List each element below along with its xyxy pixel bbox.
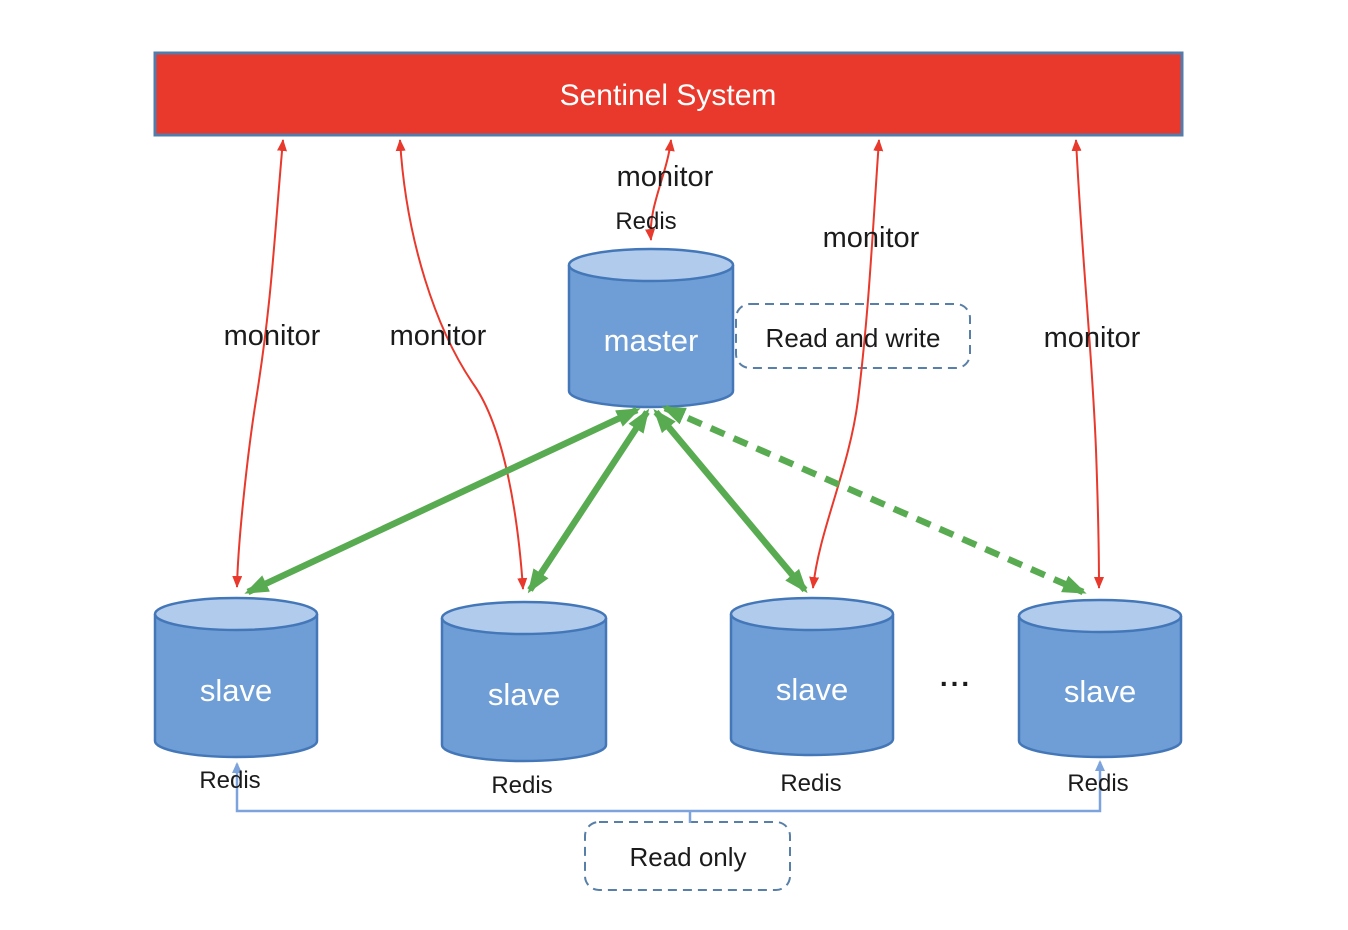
master-cylinder-body <box>567 265 735 409</box>
slave-node-1 <box>153 596 319 759</box>
slave3-cylinder-top <box>729 596 895 632</box>
slave1-cylinder-body <box>153 614 319 759</box>
monitor-label-3: monitor <box>617 161 714 193</box>
slave-node-4 <box>1017 598 1183 759</box>
monitor-arrow-master <box>645 139 675 241</box>
more-slaves-ellipsis: ... <box>940 661 972 692</box>
monitor-label-1: monitor <box>224 320 321 352</box>
read-only-link <box>232 760 1105 813</box>
redis-tag-slave2: Redis <box>491 772 552 799</box>
slave4-cylinder-top <box>1017 598 1183 634</box>
slave3-cylinder-body <box>729 614 895 757</box>
replication-arrow-slave4-dashed <box>661 405 1087 595</box>
monitor-label-4: monitor <box>823 222 920 254</box>
monitor-arrow-slave2 <box>395 139 528 590</box>
slave4-cylinder-body <box>1017 616 1183 759</box>
master-label: master <box>604 323 699 358</box>
replication-arrow-slave2 <box>527 408 650 594</box>
redis-tag-slave1: Redis <box>199 767 260 794</box>
sentinel-system-box <box>153 51 1184 137</box>
master-cylinder-top <box>567 247 735 283</box>
sentinel-system-title: Sentinel System <box>560 79 777 112</box>
replication-arrow-slave1 <box>244 407 641 595</box>
slave1-label: slave <box>200 673 272 708</box>
read-only-label: Read only <box>629 842 746 872</box>
redis-tag-slave3: Redis <box>780 770 841 797</box>
master-node <box>567 247 735 409</box>
read-only-box-outline <box>584 821 791 891</box>
read-only-box <box>584 821 791 891</box>
slave2-label: slave <box>488 677 560 712</box>
monitor-label-2: monitor <box>390 320 487 352</box>
redis-tag-slave4: Redis <box>1067 770 1128 797</box>
monitor-label-5: monitor <box>1044 322 1141 354</box>
monitor-arrow-slave4 <box>1071 139 1104 589</box>
replication-arrow-slave3 <box>653 408 808 594</box>
monitor-arrow-slave1 <box>232 139 287 588</box>
slave-node-2 <box>440 600 608 763</box>
slave-node-3 <box>729 596 895 757</box>
slave1-cylinder-top <box>153 596 319 632</box>
slave4-label: slave <box>1064 674 1136 709</box>
slave3-label: slave <box>776 672 848 707</box>
redis-tag-master: Redis <box>615 208 676 235</box>
read-and-write-label: Read and write <box>766 323 941 353</box>
slave2-cylinder-top <box>440 600 608 636</box>
